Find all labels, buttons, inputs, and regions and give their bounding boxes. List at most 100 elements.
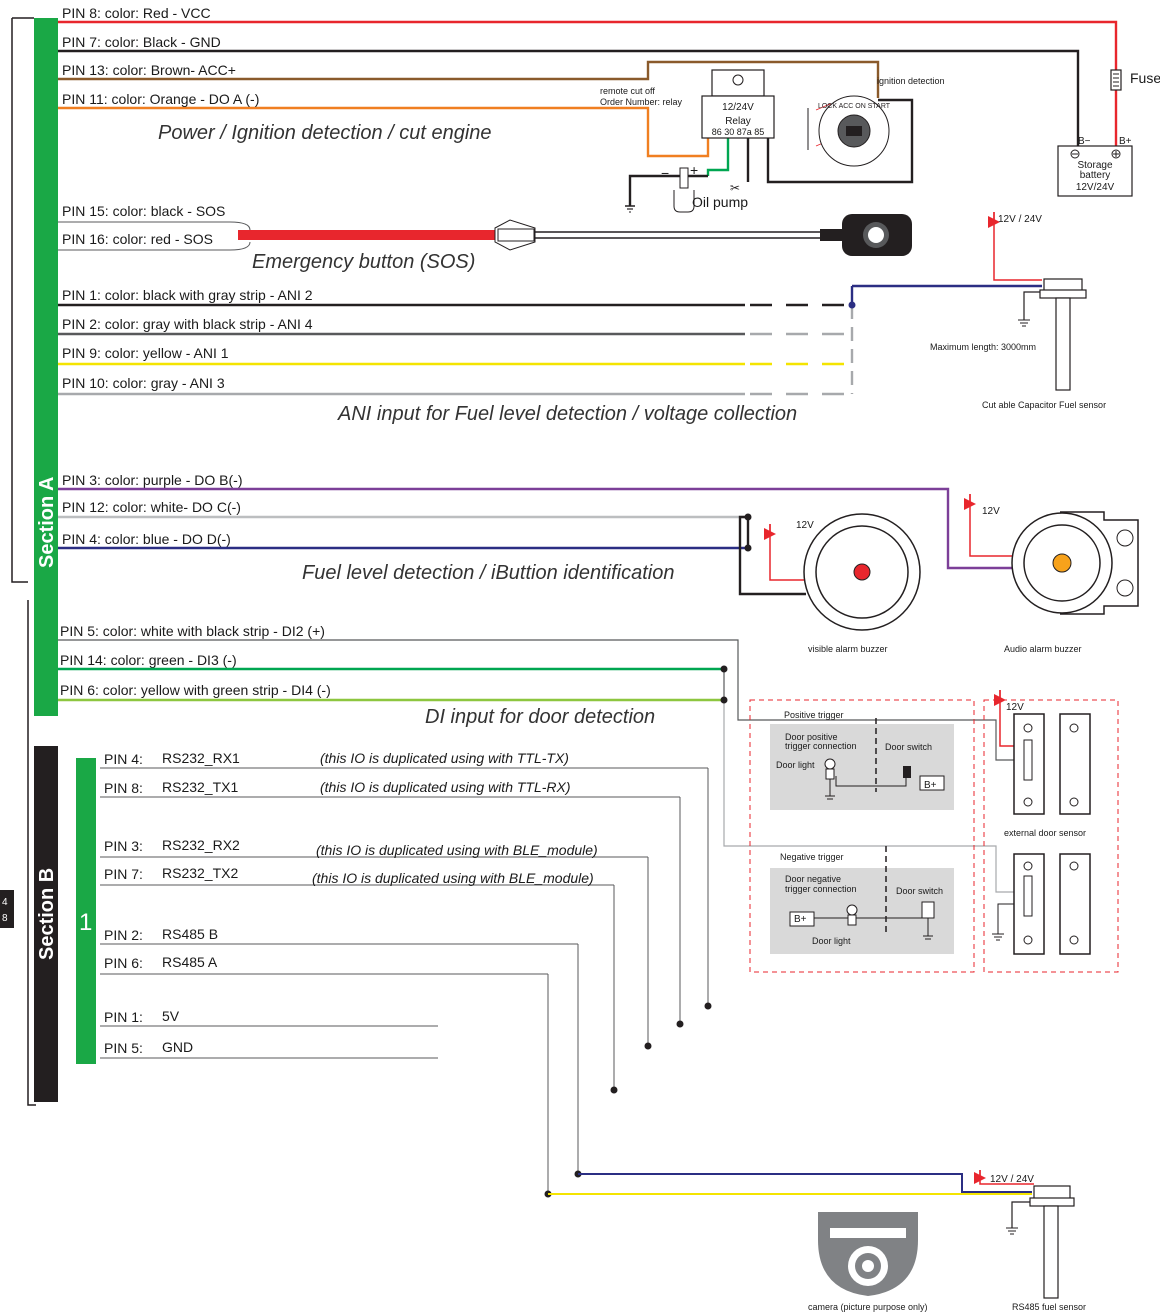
section-a-bar: Section A — [34, 18, 58, 716]
left-outline — [11, 17, 36, 1106]
pin-label: PIN 4: color: blue - DO D(-) — [62, 531, 231, 547]
pin-signal: RS232_TX2 — [162, 865, 238, 881]
pin-signal: RS232_TX1 — [162, 779, 238, 795]
door-sensor-voltage: 12V — [1006, 702, 1024, 713]
negative-connection-l1: Door negative — [785, 874, 841, 884]
pin-note: (this IO is duplicated using with TTL-TX… — [320, 750, 569, 766]
camera-icon — [818, 1212, 918, 1296]
pin-label: PIN 16: color: red - SOS — [62, 231, 213, 247]
pin-label: PIN 7: color: Black - GND — [62, 34, 221, 50]
section-b-bar: Section B 1 — [34, 746, 96, 1102]
pin-signal: GND — [162, 1039, 193, 1055]
battery-plus: B+ — [1119, 136, 1132, 147]
pin-number: PIN 4: — [104, 751, 143, 767]
pin-label: PIN 11: color: Orange - DO A (-) — [62, 91, 259, 107]
remote-cut-label: remote cut off — [600, 86, 655, 96]
pin-number: PIN 8: — [104, 780, 143, 796]
positive-trigger-panel — [770, 718, 954, 810]
pin-label: PIN 14: color: green - DI3 (-) — [60, 652, 237, 668]
negative-trigger-label: Negative trigger — [780, 852, 844, 862]
battery-line1: Storage — [1077, 160, 1112, 171]
relay: 12/24V Relay 86 30 87a 85 — [701, 69, 775, 139]
pin-label: PIN 9: color: yellow - ANI 1 — [62, 345, 229, 361]
external-door-sensor-label: external door sensor — [1004, 828, 1086, 838]
rs485-wires — [548, 1173, 1032, 1195]
section-a-pin-labels: PIN 8: color: Red - VCC PIN 7: color: Bl… — [60, 5, 331, 698]
visible-buzzer-name: visible alarm buzzer — [808, 644, 888, 654]
pin-label: PIN 3: color: purple - DO B(-) — [62, 472, 243, 488]
relay-voltage: 12/24V — [722, 102, 754, 113]
oil-pump-minus: − — [661, 165, 669, 181]
external-door-sensor-icon — [992, 690, 1091, 955]
pin-label: PIN 8: color: Red - VCC — [62, 5, 211, 21]
pin-note: (this IO is duplicated using with TTL-RX… — [320, 779, 571, 795]
camera-caption: camera (picture purpose only) — [808, 1302, 928, 1312]
oil-pump-plus: + — [690, 162, 698, 178]
pin-signal: RS232_RX1 — [162, 750, 240, 766]
door-switch-label: Door switch — [885, 742, 932, 752]
fuel-sensor-icon — [988, 212, 1087, 391]
ani-wires — [58, 284, 1042, 396]
di-caption: DI input for door detection — [425, 706, 655, 728]
visible-buzzer-voltage: 12V — [796, 520, 814, 531]
pin-number: PIN 2: — [104, 927, 143, 943]
pin-label: PIN 15: color: black - SOS — [62, 203, 225, 219]
positive-connection-l1: Door positive — [785, 732, 838, 742]
edge-label-1: 4 — [2, 897, 8, 908]
pin-note: (this IO is duplicated using with BLE_mo… — [312, 870, 594, 886]
di-wires — [58, 639, 1014, 893]
positive-trigger-label: Positive trigger — [784, 710, 844, 720]
section-b-pin-labels: PIN 4: RS232_RX1 (this IO is duplicated … — [104, 750, 598, 1056]
positive-connection-l2: trigger connection — [785, 741, 857, 751]
door-dashed-boxes — [749, 699, 1119, 973]
svg-text:✂: ✂ — [730, 181, 740, 195]
door-light-label-2: Door light — [812, 936, 851, 946]
ignition-label: ignition detection — [877, 76, 945, 86]
pin-signal: RS485 B — [162, 926, 218, 942]
oil-pump-label: Oil pump — [692, 194, 748, 210]
sos-wiring — [58, 219, 844, 251]
pin-note: (this IO is duplicated using with BLE_mo… — [316, 842, 598, 858]
ani-caption: ANI input for Fuel level detection / vol… — [337, 403, 797, 425]
power-caption: Power / Ignition detection / cut engine — [158, 122, 492, 144]
battery: B− B+ Storage battery 12V/24V — [1057, 136, 1133, 197]
visible-buzzer-icon — [764, 513, 921, 631]
rs485-sensor-voltage: 12V / 24V — [990, 1174, 1034, 1185]
pin-label: PIN 2: color: gray with black strip - AN… — [62, 316, 313, 332]
fuel-sensor-max-length: Maximum length: 3000mm — [930, 342, 1036, 352]
pin-number: PIN 3: — [104, 838, 143, 854]
pin-number: PIN 7: — [104, 866, 143, 882]
pin-number: PIN 1: — [104, 1009, 143, 1025]
pin-label: PIN 6: color: yellow with green strip - … — [60, 682, 331, 698]
pin-signal: RS485 A — [162, 954, 218, 970]
battery-minus: B− — [1078, 136, 1091, 147]
section-a-title: Section A — [36, 477, 58, 569]
oil-pump-icon: ✂ — [625, 167, 740, 213]
audio-buzzer-icon — [964, 494, 1139, 615]
ignition-key-icon: LOCK ACC ON START — [807, 95, 891, 167]
do-caption: Fuel level detection / iButtion identifi… — [302, 562, 674, 584]
door-switch-label-2: Door switch — [896, 886, 943, 896]
negative-trigger-panel — [770, 846, 954, 954]
pin-label: PIN 13: color: Brown- ACC+ — [62, 62, 236, 78]
sos-button-icon — [842, 214, 912, 256]
battery-voltage: 12V/24V — [1076, 182, 1115, 193]
fuse-icon — [1110, 69, 1122, 91]
audio-buzzer-voltage: 12V — [982, 506, 1000, 517]
section-b-title: Section B — [36, 868, 58, 960]
key-positions: LOCK ACC ON START — [818, 103, 891, 110]
bplus-label: B+ — [924, 780, 937, 791]
relay-pins: 86 30 87a 85 — [712, 127, 765, 137]
audio-buzzer-name: Audio alarm buzzer — [1004, 644, 1082, 654]
fuse-label: Fuse — [1130, 70, 1160, 86]
pin-label: PIN 5: color: white with black strip - D… — [60, 623, 325, 639]
rs485-sensor-name: RS485 fuel sensor — [1012, 1302, 1086, 1312]
pin-number: PIN 5: — [104, 1040, 143, 1056]
pin-number: PIN 6: — [104, 955, 143, 971]
pin-signal: RS232_RX2 — [162, 837, 240, 853]
power-wires — [58, 20, 1118, 206]
battery-line2: battery — [1080, 170, 1111, 181]
fuel-sensor-voltage: 12V / 24V — [998, 214, 1042, 225]
bplus-label-2: B+ — [794, 914, 807, 925]
connector-number: 1 — [79, 909, 92, 936]
